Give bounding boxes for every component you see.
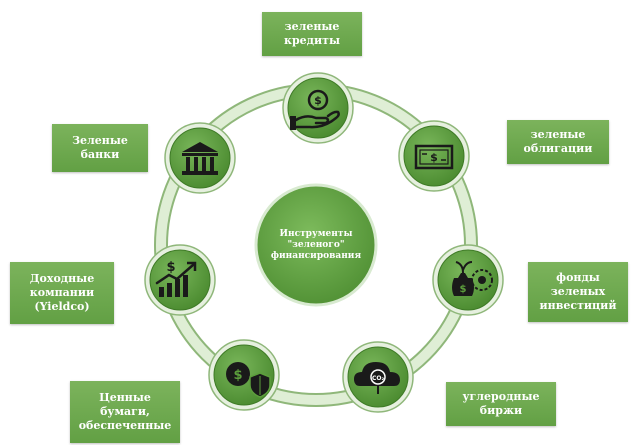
svg-text:$: $ — [430, 151, 438, 164]
svg-text:$: $ — [460, 284, 467, 295]
svg-text:$: $ — [314, 94, 322, 107]
node-green-bonds — [398, 120, 470, 192]
banknote-icon: $ — [414, 144, 454, 170]
node-circle — [403, 125, 465, 187]
label-green-funds: фонды зеленых инвестиций — [528, 262, 628, 322]
coin-shield-icon: $ — [226, 362, 271, 398]
svg-text:CO₂: CO₂ — [372, 375, 385, 382]
label-green-banks: Зеленые банки — [52, 124, 148, 172]
svg-text:$: $ — [166, 260, 175, 275]
label-yieldcos: Доходные компании (Yieldco) — [10, 262, 114, 324]
label-green-loans: зеленые кредиты — [262, 12, 362, 56]
label-carbon-exchanges: углеродные биржи — [446, 382, 556, 426]
label-secured-securities: Ценные бумаги, обеспеченные — [70, 381, 180, 443]
center-title: Инструменты "зеленого" финансирования — [270, 228, 362, 261]
svg-text:$: $ — [233, 368, 242, 383]
hand-coin-icon: $ — [290, 89, 340, 130]
label-green-bonds: зеленые облигации — [507, 120, 609, 164]
node-green-banks — [164, 122, 236, 194]
money-bag-sprout-icon: $ — [452, 261, 493, 296]
node-circle — [169, 127, 231, 189]
growth-chart-icon: $ — [155, 260, 197, 297]
cloud-co2-icon: CO₂ — [354, 362, 400, 394]
bank-building-icon — [182, 142, 218, 175]
center-circle — [254, 183, 378, 307]
